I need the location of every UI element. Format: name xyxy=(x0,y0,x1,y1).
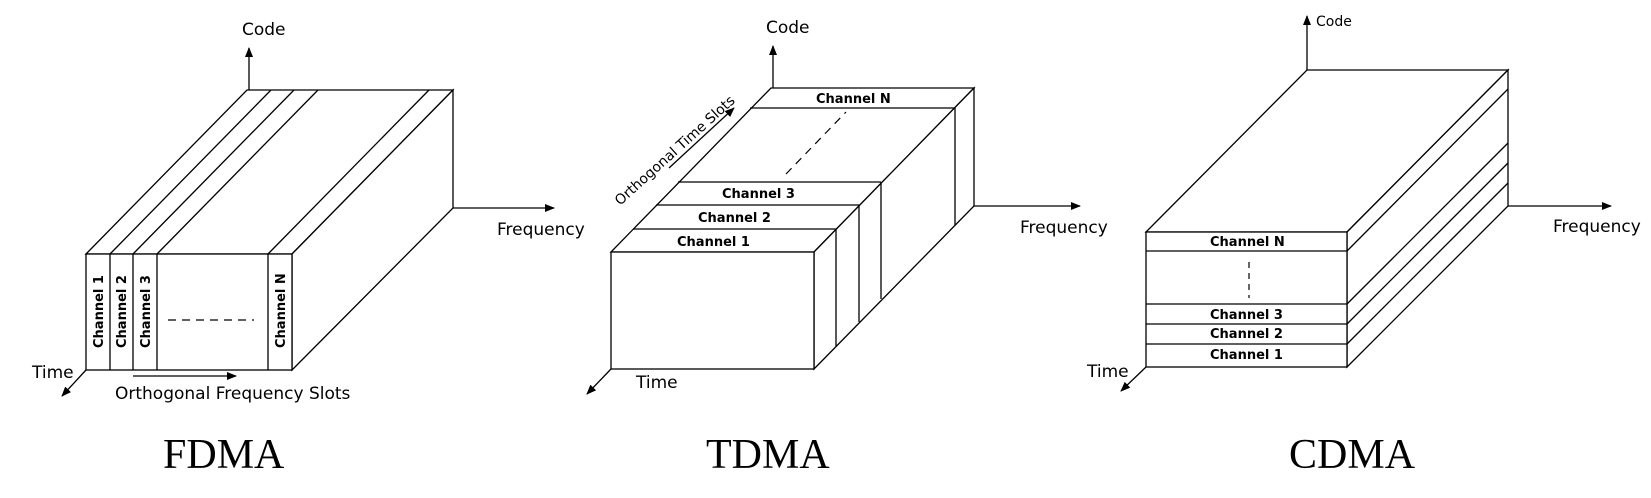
cdma-block xyxy=(1144,68,1510,369)
cdma-axes xyxy=(1120,15,1612,392)
tdma-channel-2-label: Channel 2 xyxy=(698,211,771,226)
tdma-code-axis-label: Code xyxy=(766,18,810,38)
fdma-channel-n-label: Channel N xyxy=(274,273,289,348)
fdma-channel-2-label: Channel 2 xyxy=(115,275,130,348)
fdma-title: FDMA xyxy=(163,432,285,478)
fdma-slots-label: Orthogonal Frequency Slots xyxy=(115,384,351,404)
fdma-axes xyxy=(61,47,555,397)
cdma-panel: Code Frequency Time Channel N Channel 3 … xyxy=(1086,14,1641,478)
cdma-code-axis-label: Code xyxy=(1316,14,1352,30)
fdma-frequency-axis-label: Frequency xyxy=(497,220,585,240)
fdma-block xyxy=(84,88,455,372)
tdma-panel: Code Frequency Time Channel 1 Channel 2 … xyxy=(586,18,1108,478)
cdma-frequency-axis-label: Frequency xyxy=(1553,217,1641,237)
tdma-channel-n-label: Channel N xyxy=(816,92,891,107)
fdma-code-axis-label: Code xyxy=(242,20,286,40)
tdma-frequency-axis-label: Frequency xyxy=(1020,218,1108,238)
tdma-axes xyxy=(586,45,1081,395)
tdma-ellipsis-dashes xyxy=(785,111,847,175)
tdma-time-axis-label: Time xyxy=(635,373,678,393)
cdma-channel-2-label: Channel 2 xyxy=(1210,327,1283,342)
cdma-title: CDMA xyxy=(1289,432,1416,478)
cdma-time-axis-label: Time xyxy=(1086,362,1129,382)
tdma-block xyxy=(609,86,976,371)
cdma-channel-3-label: Channel 3 xyxy=(1210,308,1283,323)
tdma-title: TDMA xyxy=(706,432,830,478)
cdma-channel-1-label: Channel 1 xyxy=(1210,348,1283,363)
fdma-channel-3-label: Channel 3 xyxy=(139,275,154,348)
cdma-channel-n-label: Channel N xyxy=(1210,235,1285,250)
fdma-channel-1-label: Channel 1 xyxy=(92,275,107,348)
fdma-panel: Code Frequency Time Channel 1 Channel 2 … xyxy=(31,20,585,478)
tdma-channel-1-label: Channel 1 xyxy=(677,235,750,250)
tdma-slots-arrow xyxy=(668,107,735,169)
tdma-channel-3-label: Channel 3 xyxy=(722,187,795,202)
fdma-time-axis-label: Time xyxy=(31,363,74,383)
